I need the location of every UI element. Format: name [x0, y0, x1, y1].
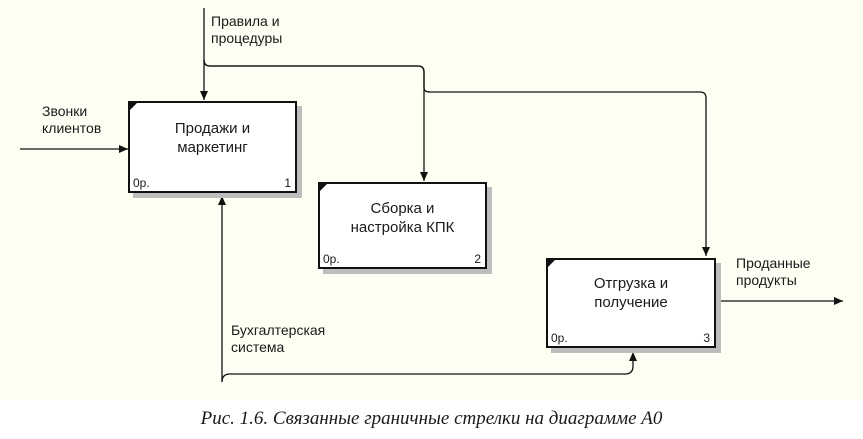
activity-box-1-number: 1 [284, 176, 291, 190]
activity-box-2-cost: 0р. [323, 252, 340, 266]
figure-caption: Рис. 1.6. Связанные граничные стрелки на… [200, 408, 663, 429]
mechanism-arrow-accounting[interactable] [218, 196, 637, 383]
mechanism-label-line-2: система [231, 339, 285, 355]
activity-box-2[interactable]: Сборка и настройка КПК 0р. 2 [318, 182, 487, 269]
box-2-title-line-2: настройка КПК [350, 219, 455, 236]
input-label: Звонки клиентов [42, 103, 101, 137]
control-label-line-1: Правила и [211, 13, 280, 29]
input-label-line-1: Звонки [42, 103, 88, 119]
mechanism-label: Бухгалтерская система [231, 322, 325, 356]
control-arrow-to-box3 [203, 59, 710, 256]
output-label-line-2: продукты [736, 272, 797, 288]
mechanism-arrow-to-box3 [221, 352, 637, 383]
control-label: Правила и процедуры [211, 13, 282, 47]
box-1-title-line-1: Продажи и [174, 120, 251, 137]
control-arrow-rules[interactable] [200, 8, 710, 256]
output-label: Проданные продукты [736, 255, 811, 289]
activity-box-2-title: Сборка и настройка КПК [320, 199, 485, 237]
activity-box-3[interactable]: Отгрузка и получение 0р. 3 [546, 258, 716, 348]
box-corner-mark [320, 184, 327, 191]
activity-box-3-title: Отгрузка и получение [548, 274, 714, 312]
box-3-title-line-1: Отгрузка и [593, 275, 669, 292]
input-label-line-2: клиентов [42, 120, 102, 136]
control-label-line-2: процедуры [211, 30, 283, 46]
box-2-title-line-1: Сборка и [370, 200, 435, 217]
activity-box-3-cost: 0р. [551, 331, 568, 345]
box-corner-mark [130, 103, 137, 110]
arrows-layer [20, 8, 843, 383]
box-1-title-line-2: маркетинг [177, 139, 248, 156]
activity-box-1[interactable]: Продажи и маркетинг 0р. 1 [128, 101, 297, 193]
activity-box-1-cost: 0р. [133, 176, 150, 190]
box-corner-mark [548, 260, 555, 267]
activity-box-2-number: 2 [474, 252, 481, 266]
activity-box-1-title: Продажи и маркетинг [130, 119, 295, 157]
box-3-title-line-2: получение [594, 294, 668, 311]
output-label-line-1: Проданные [736, 255, 811, 271]
activity-box-3-number: 3 [703, 331, 710, 345]
mechanism-label-line-1: Бухгалтерская [231, 322, 326, 338]
